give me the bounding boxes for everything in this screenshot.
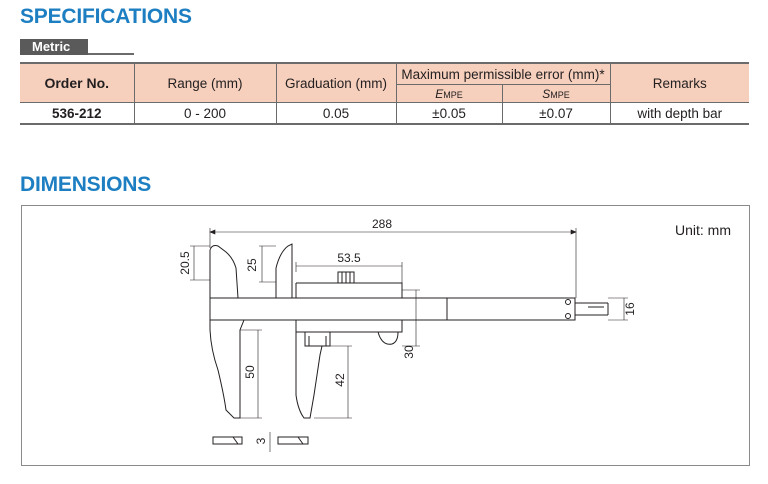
- cell-graduation: 0.05: [275, 102, 397, 125]
- dim-42: 42: [333, 373, 347, 387]
- cell-smpe: ±0.07: [501, 102, 611, 125]
- dim-3: 3: [254, 437, 268, 444]
- cell-empe: ±0.05: [395, 102, 503, 125]
- empe-h-main: E: [435, 86, 444, 101]
- empe-h-sub: MPE: [443, 89, 463, 100]
- metric-tab: Metric: [20, 39, 88, 55]
- dim-30: 30: [402, 345, 416, 359]
- header-smpe: SMPE: [501, 84, 610, 103]
- dim-50: 50: [243, 365, 257, 379]
- unit-label: Unit: mm: [675, 222, 731, 238]
- header-remarks: Remarks: [609, 62, 749, 103]
- dim-288: 288: [372, 217, 392, 231]
- smpe-label: SMPE: [542, 87, 570, 101]
- dimensions-drawing-frame: [21, 205, 750, 466]
- header-empe: EMPE: [396, 84, 503, 103]
- cell-remarks: with depth bar: [609, 102, 749, 125]
- dimensions-title: DIMENSIONS: [20, 173, 152, 196]
- dim-16: 16: [623, 302, 637, 316]
- header-max-error: Maximum permissible error (mm)*: [395, 62, 611, 85]
- header-graduation: Graduation (mm): [275, 62, 397, 103]
- empe-label: EMPE: [435, 87, 463, 101]
- table-row: 536-212 0 - 200 0.05 ±0.05 ±0.07 with de…: [20, 102, 749, 125]
- smpe-h-main: S: [542, 86, 551, 101]
- header-range: Range (mm): [133, 62, 277, 103]
- dim-20-5: 20.5: [178, 251, 192, 275]
- cell-order-no: 536-212: [20, 102, 135, 125]
- dim-25: 25: [245, 258, 259, 272]
- cell-range: 0 - 200: [133, 102, 277, 125]
- tab-underline: [88, 53, 134, 55]
- smpe-h-sub: MPE: [550, 89, 570, 100]
- specifications-title: SPECIFICATIONS: [20, 5, 192, 28]
- header-order-no: Order No.: [20, 62, 135, 103]
- specifications-table: Order No. Range (mm) Graduation (mm) Max…: [20, 62, 749, 125]
- dim-53-5: 53.5: [337, 251, 361, 265]
